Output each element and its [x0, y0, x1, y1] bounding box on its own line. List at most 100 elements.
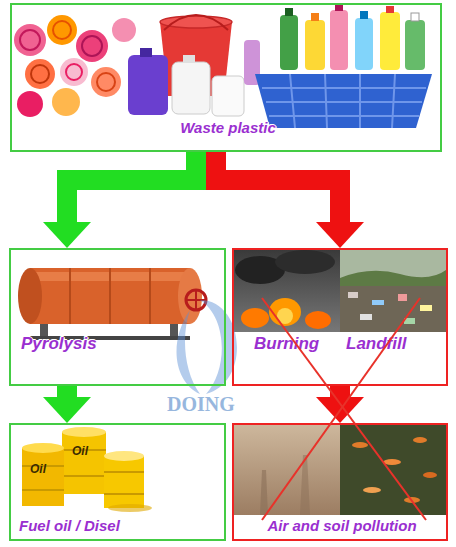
illustration-shape [212, 76, 244, 116]
box-label: Waste plastic [12, 119, 444, 136]
illustration-shape [104, 456, 144, 508]
illustration-shape [20, 30, 40, 50]
illustration-shape [128, 55, 168, 115]
illustration-shape [340, 270, 446, 286]
illustration-shape [277, 308, 293, 324]
flow-arrow [43, 152, 196, 248]
barrel-label: Oil [72, 444, 88, 458]
illustration-shape [14, 24, 46, 56]
illustration-shape [260, 470, 268, 515]
cross-line [262, 298, 420, 520]
process-box: Burning Landfill [232, 248, 448, 386]
illustration-shape [18, 268, 42, 324]
illustration-shape [164, 15, 228, 30]
illustration-shape [22, 443, 64, 453]
illustration-shape [66, 64, 82, 80]
illustration-shape [348, 292, 358, 298]
illustration-shape [76, 30, 108, 62]
arrow-head [43, 397, 91, 423]
illustration-shape [383, 459, 401, 465]
illustration-shape [290, 74, 395, 128]
illustration-shape [160, 16, 232, 28]
illustration-shape [280, 15, 298, 70]
illustration-shape [47, 15, 77, 45]
illustration-shape [285, 8, 293, 16]
flow-arrow [316, 386, 364, 423]
illustration-shape [255, 74, 432, 128]
illustration-shape [340, 250, 446, 286]
illustration-shape [411, 13, 419, 21]
illustration-shape [423, 472, 437, 478]
arrow-shaft [216, 152, 340, 223]
illustration-shape [183, 55, 195, 63]
process-box: Waste plastic [10, 3, 442, 152]
illustration-shape [52, 88, 80, 116]
illustration-shape [352, 442, 368, 448]
process-box: Fuel oil / Disel [9, 423, 226, 541]
flow-arrow [43, 386, 91, 423]
illustration-shape [398, 294, 407, 301]
illustration-shape [140, 48, 152, 57]
illustration-shape [82, 36, 102, 56]
process-box: Air and soil pollution [232, 423, 448, 541]
box-label: Fuel oil / Disel [19, 517, 120, 534]
pollution-photo [234, 425, 446, 515]
illustration-shape [25, 59, 55, 89]
illustration-shape [372, 300, 384, 305]
illustration-shape [386, 6, 394, 13]
watermark: DOING [167, 393, 235, 416]
box-label: Pyrolysis [21, 334, 97, 354]
box-label: Air and soil pollution [234, 517, 450, 534]
illustration-shape [186, 290, 206, 310]
arrow-shaft [330, 386, 350, 398]
illustration-shape [97, 73, 115, 91]
illustration-shape [340, 425, 446, 515]
box-label: Burning [254, 334, 319, 354]
illustration-shape [275, 250, 335, 274]
illustration-shape [360, 11, 368, 19]
illustration-shape [170, 324, 178, 338]
illustration-shape [62, 432, 106, 494]
illustration-shape [380, 12, 400, 70]
arrow-head [316, 222, 364, 248]
illustration-shape [53, 21, 71, 39]
illustration-shape [335, 4, 343, 11]
illustration-shape [112, 18, 136, 42]
illustration-shape [262, 88, 426, 116]
illustration-shape [300, 455, 310, 515]
watermark-logo [177, 300, 237, 394]
illustration-shape [241, 308, 269, 328]
illustration-shape [413, 437, 427, 443]
illustration-shape [234, 425, 340, 515]
arrow-head [316, 397, 364, 423]
illustration-shape [340, 286, 446, 332]
illustration-shape [31, 65, 49, 83]
plastic-photo [12, 4, 440, 128]
arrow-shaft [67, 152, 196, 223]
illustration-shape [404, 318, 415, 324]
illustration-shape [405, 20, 425, 70]
illustration-shape [420, 305, 432, 311]
illustration-shape [360, 314, 372, 320]
illustration-shape [330, 10, 348, 70]
illustration-shape [311, 13, 319, 21]
illustration-shape [17, 91, 43, 117]
burning-landfill-photo [234, 250, 446, 332]
process-box: Pyrolysis [9, 248, 226, 386]
illustration-shape [305, 311, 331, 329]
illustration-shape [305, 20, 325, 70]
illustration-shape [70, 268, 150, 324]
illustration-shape [62, 427, 106, 437]
illustration-shape [269, 298, 301, 326]
illustration-shape [104, 451, 144, 461]
box-label: Landfill [346, 334, 406, 354]
oil-barrels [22, 427, 152, 512]
illustration-shape [30, 268, 190, 324]
barrel-label: Oil [30, 462, 46, 476]
arrow-shaft [57, 386, 77, 398]
illustration-shape [108, 504, 152, 512]
illustration-shape [22, 448, 64, 506]
